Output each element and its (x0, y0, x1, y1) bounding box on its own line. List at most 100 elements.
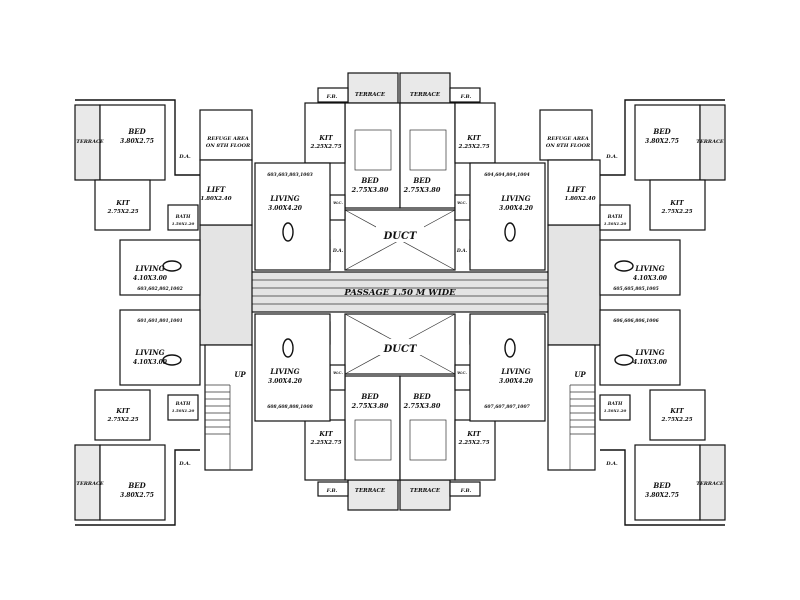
living-label: LIVING (634, 264, 664, 273)
wc-label: W.C. (457, 200, 467, 205)
terrace-label: TERRACE (410, 488, 441, 494)
unit-number: 606,606,806,1006 (613, 318, 659, 324)
bed-size: 2.75X3.80 (403, 402, 441, 410)
bath-size: 1.50X1.20 (172, 221, 195, 226)
living-size: 4.10X3.00 (133, 359, 168, 366)
bed-size: 3.80X2.75 (120, 492, 154, 499)
kit-top-center-right (454, 102, 496, 164)
living-right-bottom (599, 309, 681, 386)
kit-top-left (94, 179, 151, 231)
central-passage (199, 271, 601, 313)
living-size: 3.00X4.20 (499, 378, 534, 385)
unit-number: 603,602,802,1002 (137, 286, 182, 292)
kit-size: 2.25X2.75 (457, 440, 489, 446)
lift-size: 1.80X2.40 (200, 196, 231, 202)
living-size: 4.10X3.00 (633, 275, 668, 282)
kit-size: 2.75X2.25 (106, 417, 138, 423)
refuge-label: ON 8TH FLOOR (206, 143, 250, 149)
unit-number: 605,605,805,1005 (613, 286, 658, 292)
da-label: D.A. (605, 461, 618, 467)
terrace-top-left (74, 104, 101, 181)
kit-bottom-center-right (454, 419, 496, 481)
living-size: 3.00X4.20 (499, 205, 534, 212)
kit-bottom-right (649, 389, 706, 441)
kit-label: KIT (318, 430, 334, 438)
da-label: D.A. (332, 248, 344, 254)
terrace-label: TERRACE (76, 481, 104, 487)
bath-label: BATH (607, 214, 623, 220)
kit-label: KIT (318, 134, 334, 142)
lift-label: LIFT (206, 185, 226, 194)
stair-up-label: UP (574, 370, 586, 379)
bed-top-left (99, 104, 166, 181)
wc-label: W.C. (333, 200, 343, 205)
unit-number: 604,604,804,1004 (484, 172, 529, 178)
living-label: LIVING (134, 264, 164, 273)
bath-size: 1.50X1.20 (604, 221, 627, 226)
fb-label: F.B. (326, 488, 338, 494)
lobby-right (547, 224, 601, 346)
kit-label: KIT (466, 430, 482, 438)
duct-bottom-label: DUCT (383, 344, 418, 355)
fb-label: F.B. (460, 488, 472, 494)
kit-size: 2.75X2.25 (660, 417, 692, 423)
living-size: 4.10X3.00 (133, 275, 168, 282)
fb-bottom-2 (449, 481, 481, 497)
fb-label: F.B. (460, 94, 472, 100)
terrace-label: TERRACE (410, 92, 441, 98)
living-size: 3.00X4.20 (268, 378, 303, 385)
bed-size: 2.75X3.80 (351, 402, 389, 410)
bath-size: 1.50X1.20 (172, 408, 195, 413)
fb-top-1 (317, 87, 349, 103)
living-right-top (599, 239, 681, 296)
kit-size: 2.25X2.75 (309, 144, 341, 150)
kit-bottom-center-left (304, 419, 346, 481)
da-label: D.A. (456, 248, 468, 254)
fb-label: F.B. (326, 94, 338, 100)
refuge-right (539, 109, 593, 161)
stair-left (204, 344, 253, 471)
bed-label: BED (652, 481, 671, 490)
unit-number: 603,603,803,1003 (267, 172, 312, 178)
unit-number: 608,608,808,1008 (267, 404, 313, 410)
living-left-bottom (119, 309, 201, 386)
wc-bottom-right (454, 364, 471, 391)
bath-label: BATH (175, 401, 191, 407)
terrace-label: TERRACE (76, 139, 104, 145)
terrace-bottom-center-right (399, 479, 451, 511)
bath-label: BATH (175, 214, 191, 220)
living-inner-top-left (254, 162, 331, 271)
kit-label: KIT (466, 134, 482, 142)
refuge-label: REFUGE AREA (546, 136, 589, 142)
passage-label: PASSAGE 1.50 M WIDE (343, 288, 456, 298)
bed-size: 3.80X2.75 (645, 492, 679, 499)
bed-size: 2.75X3.80 (403, 186, 441, 194)
terrace-bottom-center-left (347, 479, 399, 511)
lift-left (199, 159, 253, 226)
refuge-label: ON 8TH FLOOR (546, 143, 590, 149)
fb-top-2 (449, 87, 481, 103)
living-label: LIVING (269, 367, 299, 376)
living-inner-bottom-right (469, 313, 546, 422)
da-label: D.A. (605, 154, 618, 160)
lift-size: 1.80X2.40 (564, 196, 595, 202)
kit-label: KIT (669, 407, 685, 415)
terrace-label: TERRACE (355, 92, 386, 98)
terrace-label: TERRACE (355, 488, 386, 494)
kit-size: 2.75X2.25 (106, 209, 138, 215)
bed-label: BED (360, 176, 379, 185)
bed-bottom-right (634, 444, 701, 521)
bed-label: BED (652, 127, 671, 136)
wc-bottom-left (329, 364, 346, 391)
wc-top-left (329, 194, 346, 221)
wc-label: W.C. (457, 370, 467, 375)
stair-right (547, 344, 596, 471)
wc-top-right (454, 194, 471, 221)
bath-bottom-left-wing (167, 394, 199, 421)
unit-number: 607,607,807,1007 (484, 404, 530, 410)
living-label: LIVING (634, 348, 664, 357)
da-label: D.A. (178, 154, 191, 160)
kit-top-right (649, 179, 706, 231)
bed-label: BED (412, 176, 431, 185)
